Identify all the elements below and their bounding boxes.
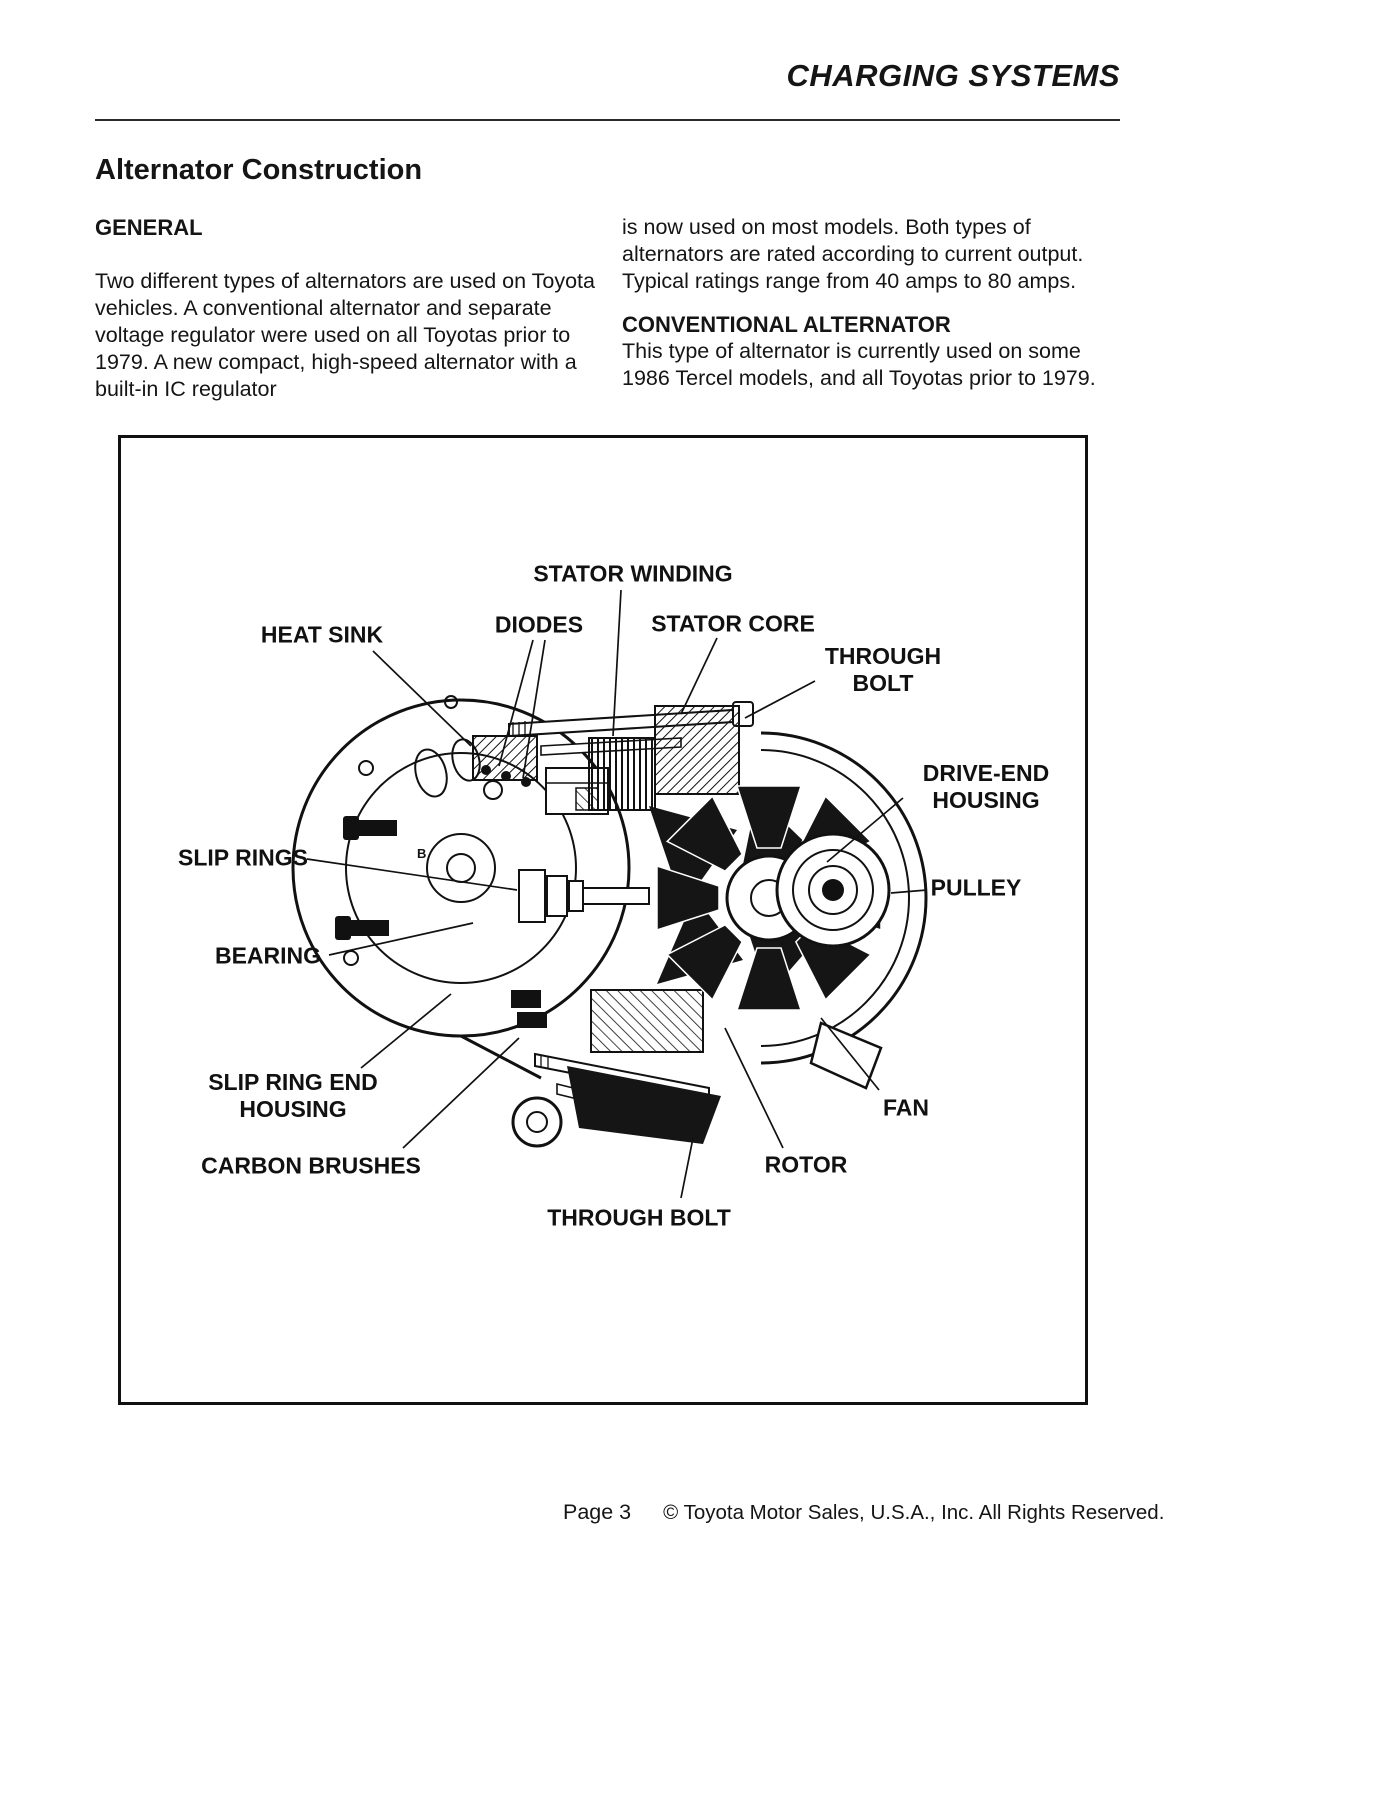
alternator-illustration: B [291,589,928,1199]
section-heading-conventional: CONVENTIONAL ALTERNATOR [622,312,951,337]
conventional-paragraph: This type of alternator is currently use… [622,339,1096,390]
figure-label-through-bolt-top: THROUGH BOLT [824,643,942,696]
through-bolt-bottom-part [511,1052,721,1148]
figure-label-bearing: BEARING [214,942,322,969]
section-heading-general: GENERAL [95,215,203,240]
header-rule [95,119,1120,121]
figure-label-through-bolt-bottom: THROUGH BOLT [547,1204,731,1231]
pulley-part [775,832,891,948]
slip-rings-part [426,833,650,923]
text-column-left: GENERAL Two different types of alternato… [95,214,600,403]
page-header-title: CHARGING SYSTEMS [786,58,1120,93]
terminal-letter: B [417,846,426,861]
leader-lines [306,589,928,1199]
alternator-figure: B STATOR WINDING HEAT SINK [118,435,1088,1405]
figure-label-stator-winding: STATOR WINDING [533,560,733,587]
figure-label-slip-rings: SLIP RINGS [178,844,308,871]
figure-label-carbon-brushes: CARBON BRUSHES [201,1152,421,1179]
general-paragraph-left: Two different types of alternators are u… [95,269,595,401]
figure-label-heat-sink: HEAT SINK [260,621,384,648]
figure-label-stator-core: STATOR CORE [651,610,815,637]
general-paragraph-right: is now used on most models. Both types o… [622,215,1084,293]
figure-label-fan: FAN [883,1094,929,1121]
stator-part [588,705,740,1053]
figure-label-rotor: ROTOR [764,1151,848,1178]
figure-label-drive-end-housing: DRIVE-END HOUSING [922,760,1050,813]
page-footer: Page 3 © Toyota Motor Sales, U.S.A., Inc… [563,1500,1164,1525]
page-number: Page 3 [563,1500,632,1524]
figure-label-pulley: PULLEY [930,874,1022,901]
figure-label-diodes: DIODES [494,611,584,638]
text-column-right: is now used on most models. Both types o… [622,214,1124,392]
figure-label-slip-ring-end-housing: SLIP RING END HOUSING [208,1069,378,1122]
doc-heading: Alternator Construction [95,154,423,186]
copyright-notice: © Toyota Motor Sales, U.S.A., Inc. All R… [663,1501,1165,1524]
